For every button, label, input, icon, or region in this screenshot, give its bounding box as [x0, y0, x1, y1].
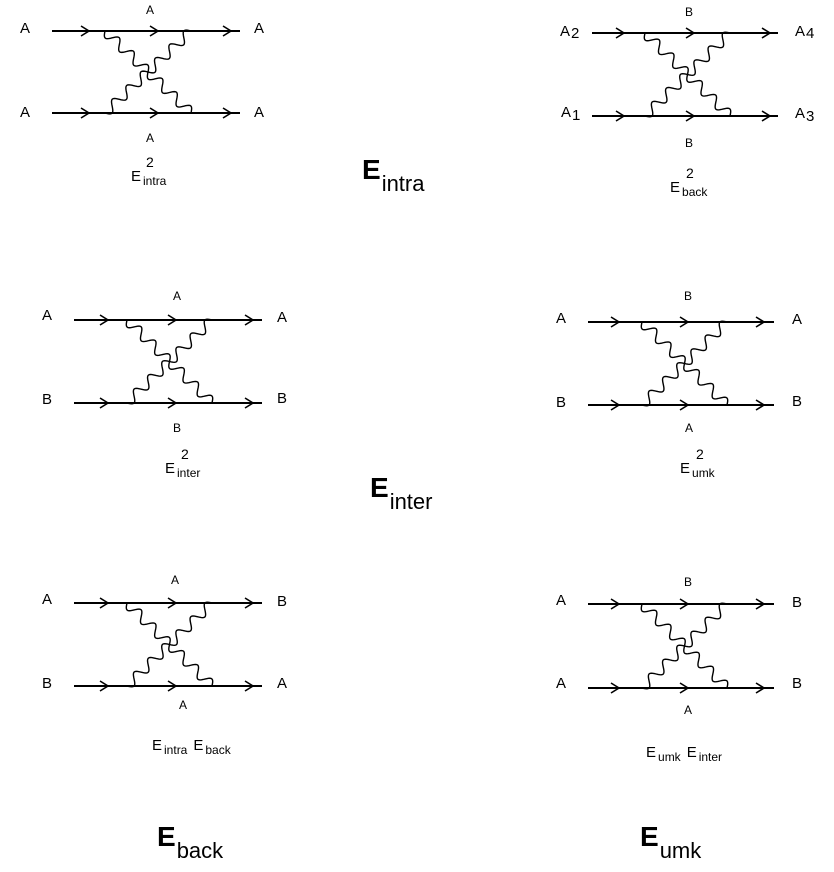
wavy-line-right-to-left — [644, 31, 731, 118]
label-top-right: A — [277, 309, 287, 326]
wavy-line-right-to-left — [641, 320, 728, 407]
lower-arrows — [99, 680, 255, 692]
label-bottom-right: A — [277, 675, 287, 692]
label-bottom-mid: B — [173, 421, 181, 435]
label-top-mid: B — [684, 289, 692, 303]
upper-arrows — [99, 314, 255, 326]
label-bottom-mid: A — [684, 703, 692, 717]
label-bottom-mid: A — [146, 131, 154, 145]
label-bottom-left: A — [20, 104, 30, 121]
label-top-right: A — [792, 311, 802, 328]
group-label-intra: Eintra — [362, 154, 425, 196]
label-bottom-left: A1 — [561, 104, 580, 124]
label-top-right: B — [277, 593, 287, 610]
label-top-mid: B — [684, 575, 692, 589]
label-top-left: A — [42, 307, 52, 324]
wavy-line-right-to-left — [104, 29, 192, 115]
wavy-line-right-to-left — [126, 601, 213, 688]
label-bottom-right: A3 — [795, 105, 814, 125]
label-top-mid: A — [146, 3, 154, 17]
label-top-left: A — [42, 591, 52, 608]
label-bottom-mid: A — [685, 421, 693, 435]
label-bottom-mid: B — [685, 136, 693, 150]
label-bottom-mid: A — [179, 698, 187, 712]
lower-arrows — [99, 397, 255, 409]
label-top-mid: B — [685, 5, 693, 19]
label-top-mid: A — [171, 573, 179, 587]
label-bottom-right: A — [254, 104, 264, 121]
label-bottom-right: B — [277, 390, 287, 407]
label-bottom-left: B — [42, 675, 52, 692]
group-label-umk: Eumk — [640, 821, 702, 863]
upper-arrows — [80, 25, 233, 37]
label-bottom-right: B — [792, 393, 802, 410]
upper-arrows — [615, 27, 772, 39]
upper-arrows — [99, 597, 255, 609]
label-top-left: A2 — [560, 23, 579, 42]
lower-arrows — [610, 399, 766, 411]
wavy-line-right-to-left — [641, 602, 728, 690]
label-bottom-left: B — [42, 391, 52, 408]
wavy-line-right-to-left — [126, 318, 213, 405]
lower-arrows — [615, 110, 772, 122]
label-bottom-left: A — [556, 675, 566, 692]
label-top-left: A — [556, 310, 566, 327]
upper-arrows — [610, 316, 766, 328]
label-top-right: B — [792, 594, 802, 611]
label-top-mid: A — [173, 289, 181, 303]
group-label-back: Eback — [157, 821, 224, 863]
lower-arrows — [80, 107, 233, 119]
group-label-inter: Einter — [370, 472, 432, 514]
label-top-left: A — [20, 20, 30, 37]
label-bottom-left: B — [556, 394, 566, 411]
label-top-left: A — [556, 592, 566, 609]
lower-arrows — [610, 682, 766, 694]
label-top-right: A — [254, 20, 264, 37]
label-top-right: A4 — [795, 23, 814, 42]
upper-arrows — [610, 598, 766, 610]
label-bottom-right: B — [792, 675, 802, 692]
